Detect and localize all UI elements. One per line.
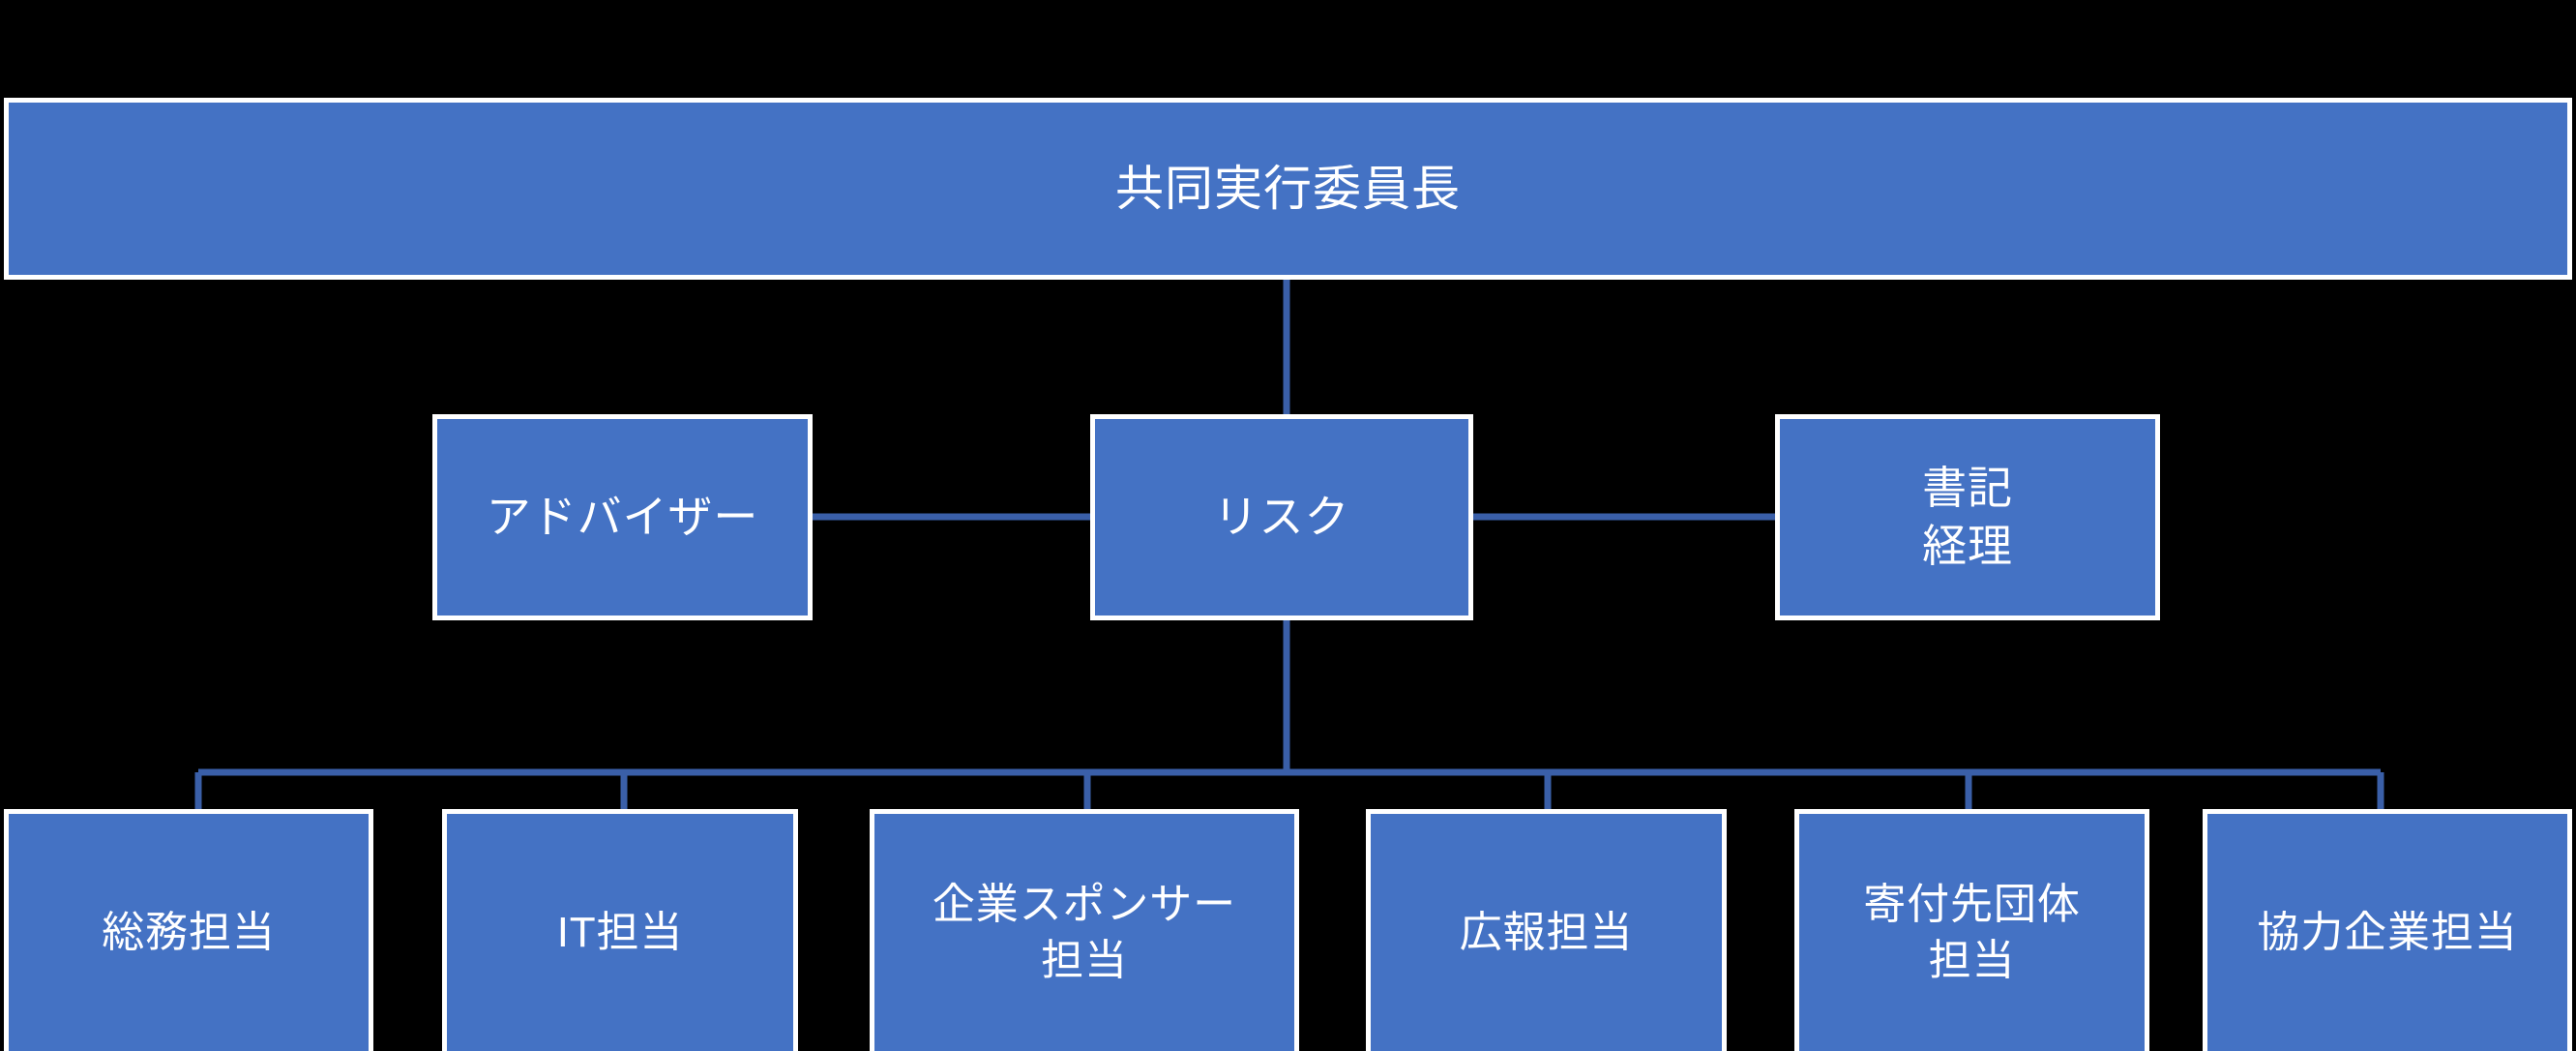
org-node-risk[interactable]: リスク [1090,414,1473,620]
org-node-corporate-sponsor-label: 企業スポンサー 担当 [932,881,1237,984]
org-node-corporate-sponsor[interactable]: 企業スポンサー 担当 [870,809,1299,1051]
org-node-public-relations-label: 広報担当 [1459,908,1634,956]
org-node-partner-company[interactable]: 協力企業担当 [2203,809,2572,1051]
org-node-clerk-accounting[interactable]: 書記 経理 [1775,414,2160,620]
org-node-general-affairs[interactable]: 総務担当 [4,809,373,1051]
org-node-advisor-label: アドバイザー [486,491,759,542]
org-node-donation-recipient[interactable]: 寄付先団体 担当 [1794,809,2149,1051]
org-node-chair-label: 共同実行委員長 [1115,161,1461,216]
org-node-general-affairs-label: 総務担当 [102,908,276,956]
org-node-chair[interactable]: 共同実行委員長 [4,98,2572,280]
org-node-it[interactable]: IT担当 [442,809,798,1051]
org-node-clerk-accounting-label: 書記 経理 [1922,462,2013,571]
org-node-donation-recipient-label: 寄付先団体 担当 [1863,881,2081,984]
org-node-risk-label: リスク [1213,491,1350,542]
org-node-it-label: IT担当 [556,908,684,956]
org-node-partner-company-label: 協力企業担当 [2257,908,2518,956]
org-node-advisor[interactable]: アドバイザー [432,414,813,620]
org-node-public-relations[interactable]: 広報担当 [1366,809,1727,1051]
